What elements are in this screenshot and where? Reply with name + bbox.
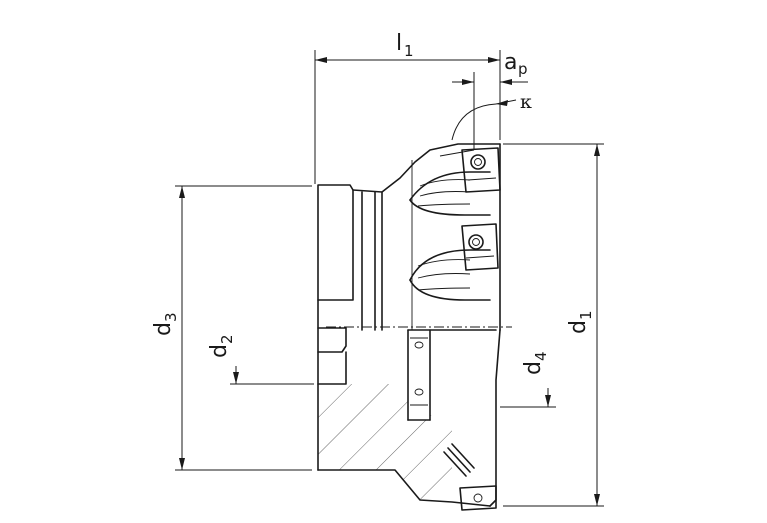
label-ap-main: a [504, 50, 517, 75]
label-l1-main: l [396, 31, 402, 56]
label-d4-main: d [521, 361, 546, 375]
dimension-d3: d 3 [151, 185, 312, 471]
label-kappa: κ [520, 91, 532, 113]
label-ap-sub: p [518, 60, 528, 78]
label-d2-sub: 2 [218, 334, 236, 344]
section-hatching [318, 384, 452, 500]
dimension-l1: l 1 [314, 31, 501, 184]
dimension-ap: a p [452, 50, 528, 150]
label-d4-sub: 4 [532, 351, 550, 361]
clamp-screw [443, 443, 475, 477]
label-d1-main: d [566, 320, 591, 334]
label-l1-sub: 1 [404, 42, 414, 60]
label-d2-main: d [207, 344, 232, 358]
insert-top [461, 147, 501, 193]
chip-pockets [409, 160, 491, 330]
angle-kappa: κ [439, 91, 532, 157]
label-d3-sub: 3 [162, 312, 180, 322]
dimension-d1: d 1 [503, 143, 604, 507]
tool-body-outline [317, 143, 501, 507]
dimension-d4: d 4 [500, 351, 556, 408]
label-d3-main: d [151, 322, 176, 336]
label-d1-sub: 1 [577, 310, 595, 320]
insert-middle [461, 223, 499, 271]
insert-bottom [459, 485, 497, 511]
dimension-d2: d 2 [207, 334, 314, 385]
